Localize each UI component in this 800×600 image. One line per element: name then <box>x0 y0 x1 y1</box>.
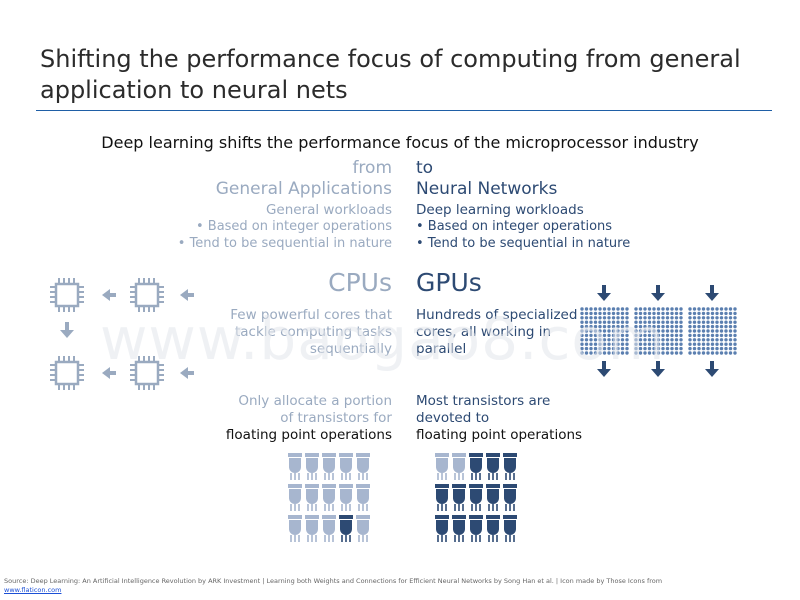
transistor-icon <box>452 515 466 542</box>
arrow-icon <box>102 289 116 301</box>
left-alloc-line-3: floating point operations <box>225 427 392 443</box>
left-cores-line-2: tackle computing tasks <box>234 324 392 340</box>
title-rule <box>36 110 772 111</box>
cpu-chip-icon <box>130 278 164 312</box>
watermark: www.baogao8.com <box>100 305 666 373</box>
left-workloads: General workloads <box>265 202 392 218</box>
transistor-icon <box>486 484 500 511</box>
cpu-chip-icon <box>50 278 84 312</box>
slide-subtitle: Deep learning shifts the performance foc… <box>101 133 699 152</box>
transistor-icon <box>356 484 370 511</box>
transistor-icon <box>469 484 483 511</box>
transistor-icon <box>305 484 319 511</box>
transistor-icon <box>435 515 449 542</box>
gpu-grid-icon <box>688 307 737 355</box>
slide-title: Shifting the performance focus of comput… <box>40 45 741 104</box>
right-heading: Neural Networks <box>416 179 558 199</box>
arrow-icon <box>102 367 116 379</box>
arrow-icon <box>180 289 194 301</box>
transistor-icon <box>288 484 302 511</box>
transistor-icon <box>469 453 483 480</box>
source-note: Source: Deep Learning: An Artificial Int… <box>4 577 684 594</box>
transistor-icon <box>503 515 517 542</box>
right-alloc-line-1: Most transistors are <box>416 393 551 409</box>
cpu-chip-icon <box>50 356 84 390</box>
transistor-icon <box>469 515 483 542</box>
right-alloc-line-2: devoted to <box>416 410 490 426</box>
arrow-icon <box>60 322 74 338</box>
arrow-icon <box>705 285 719 301</box>
arrow-icon <box>705 361 719 377</box>
right-bullet-2: • Tend to be sequential in nature <box>416 236 631 251</box>
transistor-icon <box>322 453 336 480</box>
transistor-icon <box>288 453 302 480</box>
transistor-icon <box>486 515 500 542</box>
left-heading: General Applications <box>215 179 392 199</box>
to-label: to <box>416 158 434 178</box>
transistor-icon <box>305 515 319 542</box>
cpu-diagram <box>50 278 194 390</box>
transistor-icon <box>452 484 466 511</box>
cpu-transistor-grid <box>288 453 370 542</box>
gpu-grid-icon <box>634 307 683 355</box>
transistor-icon <box>435 484 449 511</box>
right-alloc-line-3: floating point operations <box>416 427 583 443</box>
left-bullet-2: • Tend to be sequential in nature <box>177 236 392 251</box>
transistor-icon <box>356 453 370 480</box>
right-cores-line-3: parallel <box>416 341 467 357</box>
left-alloc-line-2: of transistors for <box>280 410 392 426</box>
left-cores-line-1: Few powerful cores that <box>230 307 392 323</box>
transistor-icon <box>339 484 353 511</box>
transistor-icon <box>452 453 466 480</box>
transistor-icon <box>288 515 302 542</box>
arrow-icon <box>180 367 194 379</box>
transistor-icon <box>356 515 370 542</box>
cpu-label: CPUs <box>328 268 392 297</box>
arrow-icon <box>597 285 611 301</box>
right-bullet-1: • Based on integer operations <box>416 219 613 234</box>
from-label: from <box>352 158 392 178</box>
left-bullet-1: • Based on integer operations <box>195 219 392 234</box>
gpu-transistor-grid <box>435 453 517 542</box>
right-workloads: Deep learning workloads <box>416 202 584 218</box>
transistor-icon <box>305 453 319 480</box>
left-cores-line-3: sequentially <box>309 341 392 357</box>
cpu-chip-icon <box>130 356 164 390</box>
right-cores-line-1: Hundreds of specialized <box>416 307 578 323</box>
transistor-icon <box>339 515 353 542</box>
transistor-icon <box>503 484 517 511</box>
arrow-icon <box>651 361 665 377</box>
arrow-icon <box>597 361 611 377</box>
transistor-icon <box>322 515 336 542</box>
right-cores-line-2: cores, all working in <box>416 324 552 340</box>
source-link[interactable]: www.flaticon.com <box>4 585 62 594</box>
gpu-label: GPUs <box>416 268 482 297</box>
transistor-icon <box>435 453 449 480</box>
transistor-icon <box>339 453 353 480</box>
arrow-icon <box>651 285 665 301</box>
source-text: Source: Deep Learning: An Artificial Int… <box>4 577 663 585</box>
transistor-icon <box>503 453 517 480</box>
transistor-icon <box>486 453 500 480</box>
gpu-grid-icon <box>580 307 629 355</box>
left-alloc-line-1: Only allocate a portion <box>238 393 392 409</box>
gpu-diagram <box>580 285 737 377</box>
transistor-icon <box>322 484 336 511</box>
